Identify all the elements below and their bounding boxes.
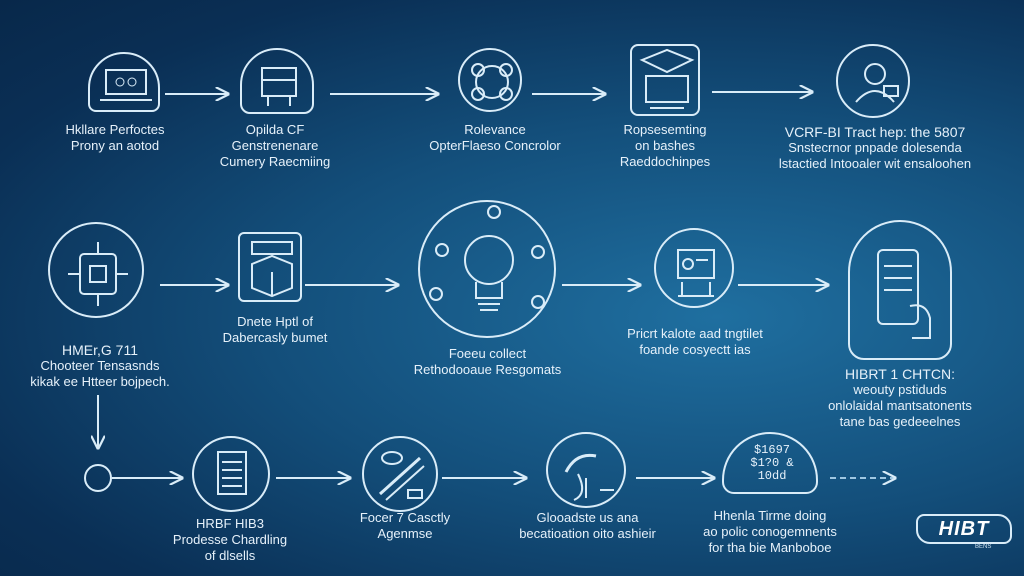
price-line-3: 10dd: [757, 469, 787, 483]
network-globe-icon: [458, 48, 522, 112]
computer-box-icon: [630, 44, 700, 116]
node-label-line: Raeddochinpes: [619, 154, 711, 169]
tools-icon: [362, 436, 438, 512]
node-label-line: Genstrenenare: [231, 138, 319, 153]
node-label-line: weouty pstiduds: [853, 382, 947, 397]
node-label-line: kikak ee Htteer bojpech.: [30, 374, 170, 389]
node-label-line: Focer 7 Casctly: [359, 510, 451, 525]
node-label-line: HRBF HIB3: [196, 516, 264, 531]
node-label-line: Glooadste us ana: [536, 510, 639, 525]
cube-icon: [238, 232, 302, 302]
price-tag-icon: $1697 $1?0 & 10dd: [722, 432, 818, 494]
node-label-line: becatioation oito ashieir: [519, 526, 656, 541]
node-label-line: tane bas gedeeelnes: [839, 414, 961, 429]
pen-hand-icon: [546, 432, 626, 508]
brand-subtext: BENS: [975, 544, 992, 550]
node-label-line: of dlsells: [204, 548, 256, 563]
node-label-line: Cumery Raecmiing: [219, 154, 331, 169]
node-label-line: OpterFlaeso Concrolor: [429, 138, 561, 153]
node-label-line: foande cosyectt ias: [639, 342, 751, 357]
node-label-line: Dnete Hptl of: [237, 314, 313, 329]
node-label-line: Chooteer Tensasnds: [40, 358, 160, 373]
person-circle-icon: [836, 44, 910, 118]
node-label-line: Rethodooaue Resgomats: [413, 362, 562, 377]
node-label-line: Dabercasly bumet: [222, 330, 328, 345]
price-line-1: $1697: [753, 443, 790, 457]
brand-logo: HIBT: [916, 514, 1012, 544]
node-label-line: Hkllare Perfoctes: [65, 122, 165, 137]
node-label-line: lstactied Intooaler wit ensaloohen: [778, 156, 972, 171]
node-label-line: onlolaidal mantsatonents: [828, 398, 972, 413]
node-label-line: Hhenla Tirme doing: [713, 508, 827, 523]
laptop-icon: [88, 52, 160, 112]
server-icon: [240, 48, 314, 114]
target-circle-icon: [84, 464, 112, 492]
node-label-line: Pricrt kalote aad tngtilet: [627, 326, 763, 341]
checklist-icon: [192, 436, 270, 512]
node-label-line: Ropsesemting: [623, 122, 707, 137]
phone-hand-icon: [848, 220, 952, 360]
node-label-line: Snstecrnor pnpade dolesenda: [788, 140, 962, 155]
node-label-line: HMEr,G 711: [62, 342, 138, 358]
lightbulb-brain-icon: [418, 200, 556, 338]
node-label-line: Agenmse: [377, 526, 433, 541]
shield-screen-icon: [654, 228, 734, 308]
node-label-line: Rolevance: [464, 122, 526, 137]
node-label-line: HIBRT 1 CHTCN:: [845, 366, 955, 382]
node-label-line: Opilda CF: [245, 122, 305, 137]
node-label-line: ao polic conogemnents: [703, 524, 837, 539]
node-label-line: Prony an aotod: [70, 138, 160, 153]
chip-device-icon: [48, 222, 144, 318]
price-line-2: $1?0 &: [750, 456, 794, 470]
node-label-line: Prodesse Chardling: [172, 532, 288, 547]
node-label-line: on bashes: [635, 138, 695, 153]
node-label-line: VCRF-BI Tract hep: the 5807: [784, 124, 966, 140]
node-label-line: for tha bie Manboboe: [708, 540, 832, 555]
node-label-line: Foeeu collect: [448, 346, 527, 361]
